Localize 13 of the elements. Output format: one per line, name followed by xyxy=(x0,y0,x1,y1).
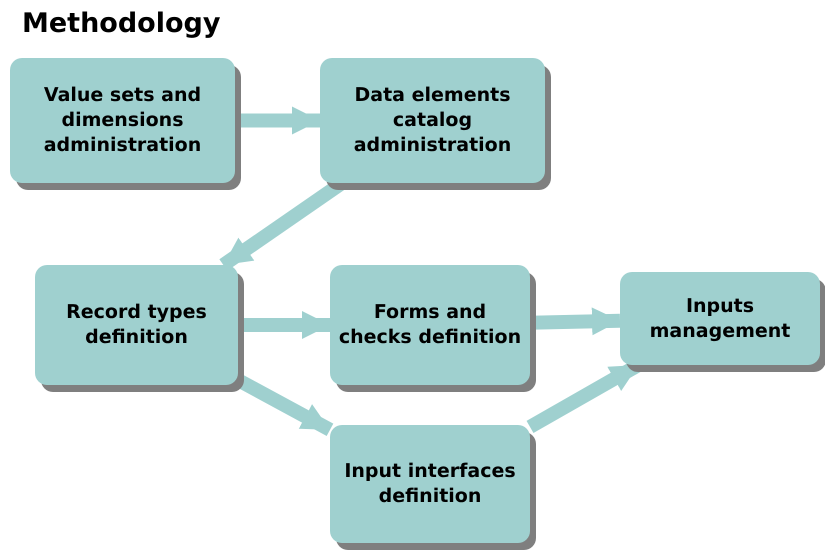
box-label: Forms and checks definition xyxy=(338,300,522,350)
process-box xyxy=(10,58,235,183)
box-label: Input interfaces definition xyxy=(343,459,517,509)
box-label: Inputs management xyxy=(648,294,792,344)
box-label: Record types definition xyxy=(65,300,208,350)
process-box xyxy=(35,265,238,385)
process-box xyxy=(330,425,530,543)
box-label: Value sets and dimensions administration xyxy=(42,83,202,158)
box-label: Data elements catalog administration xyxy=(352,83,512,158)
process-box xyxy=(320,58,545,183)
diagram-title: Methodology xyxy=(22,8,220,39)
process-box xyxy=(330,265,530,385)
process-box xyxy=(620,272,820,365)
